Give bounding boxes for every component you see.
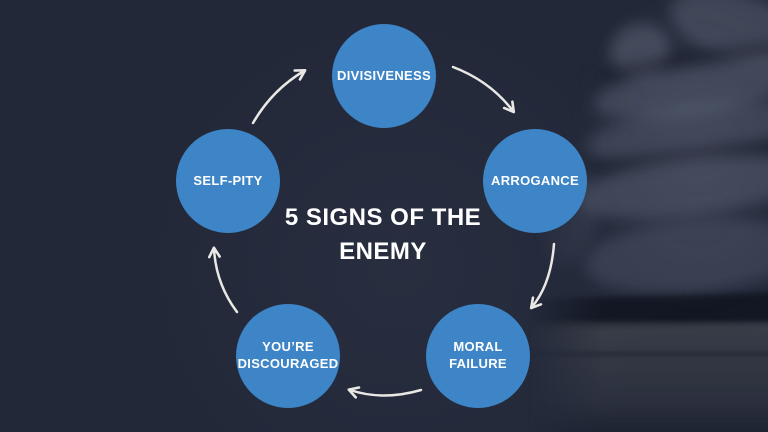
diagram-title: 5 SIGNS OF THE ENEMY [253, 201, 513, 269]
curved-arrow-selfpity-to-divisiveness-icon [251, 69, 307, 125]
node-label: SELF-PITY [193, 172, 263, 188]
node-label: ARROGANCE [491, 172, 579, 188]
photo-book-cover-line [528, 352, 768, 356]
diagram-title-line2: ENEMY [339, 238, 427, 265]
photo-book-cover [528, 322, 768, 432]
curved-arrow-divisiveness-to-arrogance-icon [451, 65, 516, 114]
cycle-node-youre-discouraged: YOU’RE DISCOURAGED [236, 304, 340, 408]
node-label: YOU’RE DISCOURAGED [237, 339, 339, 371]
node-label: MORAL FAILURE [449, 339, 507, 371]
cycle-node-divisiveness: DIVISIVENESS [332, 24, 436, 128]
curved-arrow-discouraged-to-selfpity-icon [207, 246, 239, 314]
cycle-node-self-pity: SELF-PITY [176, 129, 280, 233]
curved-arrow-moralfailure-to-discouraged-icon [347, 386, 423, 399]
praying-hands-photo [528, 0, 768, 432]
cycle-node-moral-failure: MORAL FAILURE [426, 304, 530, 408]
node-label: DIVISIVENESS [337, 67, 431, 83]
diagram-title-line1: 5 SIGNS OF THE [284, 204, 482, 231]
cycle-node-arrogance: ARROGANCE [483, 129, 587, 233]
